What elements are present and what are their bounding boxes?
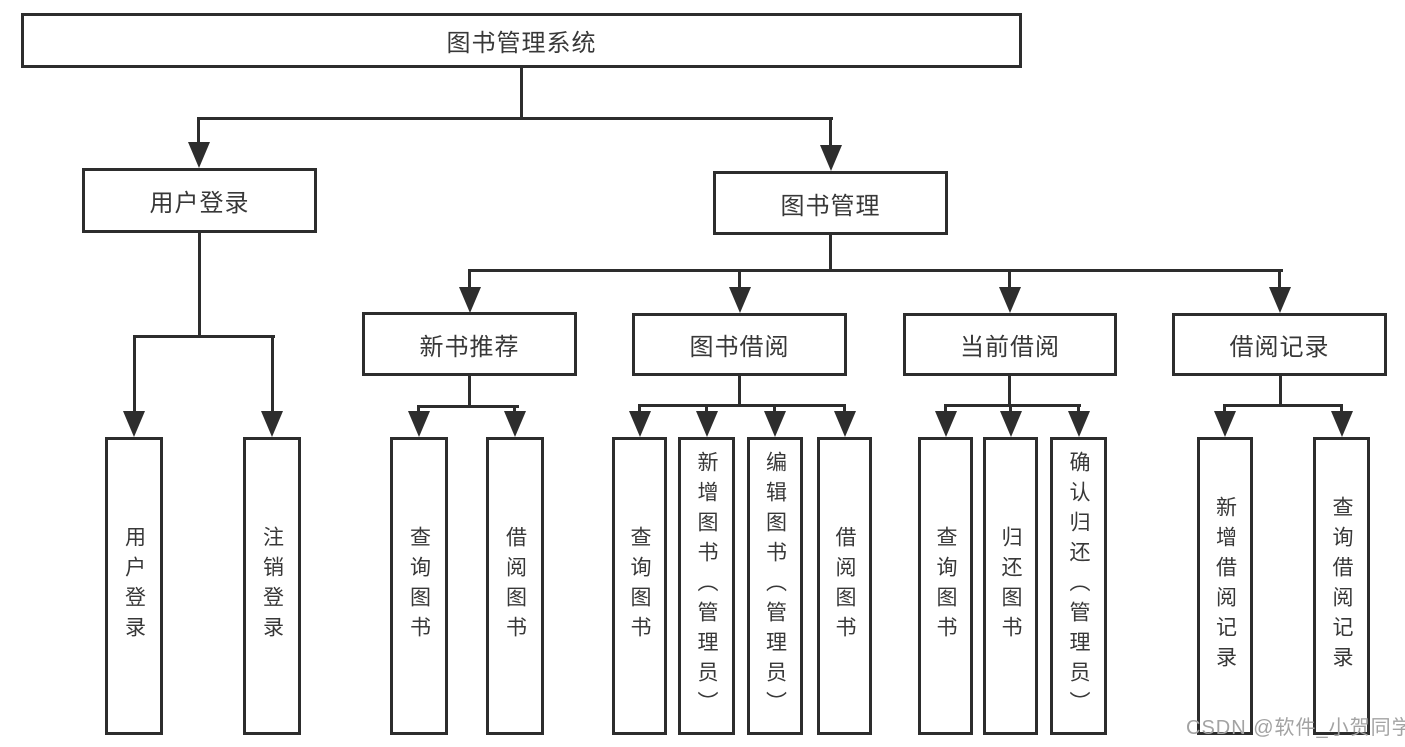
leaf-bb-borrow-books: 借阅图书 [817,437,872,735]
connector-borrow-record-stem [1279,375,1282,407]
leaf-br-query-record: 查询借阅记录 [1313,437,1370,735]
arrowhead-down-icon [935,411,957,437]
leaf-nbr-borrow-books-label: 借阅图书 [503,526,527,646]
connector-drop-user-login [197,117,200,144]
leaf-cb-confirm-return-label: 确认归还（管理员） [1067,451,1090,721]
connector-drop-br-query [1340,404,1343,413]
connector-drop-cb-confirm [1077,404,1080,413]
leaf-nbr-query-books: 查询图书 [390,437,448,735]
leaf-cb-return-books-label: 归还图书 [999,526,1022,646]
connector-drop-bb-query [638,404,641,413]
arrowhead-down-icon [1331,411,1353,437]
node-new-book-recommend-label: 新书推荐 [419,333,520,361]
leaf-bb-add-books: 新增图书（管理员） [678,437,735,735]
arrowhead-down-icon [459,287,481,313]
connector-drop-leaf-logout [271,335,274,413]
node-new-book-recommend: 新书推荐 [362,312,577,376]
connector-drop-cb-return [1009,404,1012,413]
node-root-label: 图书管理系统 [446,30,597,57]
connector-drop-br-add [1223,404,1226,413]
arrowhead-down-icon [504,411,526,437]
leaf-bb-borrow-books-label: 借阅图书 [833,526,856,646]
arrowhead-down-icon [188,142,210,168]
connector-borrow-record-branch [1223,404,1343,407]
connector-user-login-stem [198,233,201,338]
arrowhead-down-icon [629,411,651,437]
arrowhead-down-icon [696,411,718,437]
leaf-user-login: 用户登录 [105,437,163,735]
node-book-management: 图书管理 [713,171,948,235]
connector-drop-cb-query [944,404,947,413]
leaf-logout: 注销登录 [243,437,301,735]
arrowhead-down-icon [123,411,145,437]
connector-book-borrow-branch [638,404,846,407]
node-book-management-label: 图书管理 [780,192,881,220]
connector-drop-bb-add [705,404,708,413]
connector-current-borrow-branch [944,404,1081,407]
node-user-login: 用户登录 [82,168,317,233]
leaf-bb-edit-books: 编辑图书（管理员） [747,437,803,735]
node-borrow-record: 借阅记录 [1172,313,1387,376]
connector-drop-borrow-record [1278,269,1281,288]
node-root: 图书管理系统 [21,13,1022,68]
connector-drop-nbr-query [417,405,420,413]
node-book-borrow: 图书借阅 [632,313,847,376]
connector-drop-current-borrow [1008,269,1011,288]
connector-root-branch [197,117,833,120]
leaf-bb-query-books-label: 查询图书 [628,526,651,646]
leaf-cb-confirm-return: 确认归还（管理员） [1050,437,1107,735]
leaf-bb-query-books: 查询图书 [612,437,667,735]
arrowhead-down-icon [999,287,1021,313]
leaf-cb-query-books: 查询图书 [918,437,973,735]
arrowhead-down-icon [1214,411,1236,437]
node-current-borrow: 当前借阅 [903,313,1117,376]
leaf-logout-label: 注销登录 [260,526,284,646]
leaf-br-query-record-label: 查询借阅记录 [1330,496,1353,676]
connector-new-book-recommend-stem [468,376,471,408]
leaf-cb-return-books: 归还图书 [983,437,1038,735]
leaf-bb-edit-books-label: 编辑图书（管理员） [763,451,787,721]
leaf-br-add-record-label: 新增借阅记录 [1213,496,1237,676]
node-user-login-label: 用户登录 [149,190,250,217]
arrowhead-down-icon [408,411,430,437]
connector-drop-bb-edit [773,404,776,413]
arrowhead-down-icon [261,411,283,437]
arrowhead-down-icon [834,411,856,437]
connector-drop-bb-borrow [843,404,846,413]
arrowhead-down-icon [1068,411,1090,437]
leaf-br-add-record: 新增借阅记录 [1197,437,1253,735]
connector-drop-new-book-recommend [468,269,471,288]
arrowhead-down-icon [729,287,751,313]
node-book-borrow-label: 图书借阅 [689,334,790,361]
node-borrow-record-label: 借阅记录 [1229,334,1330,361]
leaf-nbr-query-books-label: 查询图书 [407,526,431,646]
connector-drop-book-borrow [738,269,741,288]
csdn-watermark: CSDN @软件_小贺同学 [1186,717,1405,739]
leaf-user-login-label: 用户登录 [122,526,146,646]
connector-current-borrow-stem [1008,376,1011,407]
arrowhead-down-icon [764,411,786,437]
leaf-nbr-borrow-books: 借阅图书 [486,437,544,735]
connector-new-book-recommend-branch [417,405,519,408]
arrowhead-down-icon [820,145,842,171]
connector-drop-book-management [829,117,832,146]
connector-book-management-branch [469,269,1283,272]
connector-drop-nbr-borrow [513,405,516,413]
connector-drop-leaf-user-login [133,335,136,413]
connector-book-management-stem [829,235,832,272]
connector-user-login-branch [133,335,275,338]
leaf-cb-query-books-label: 查询图书 [934,526,957,646]
connector-root-stem [520,68,523,119]
leaf-bb-add-books-label: 新增图书（管理员） [695,451,718,721]
arrowhead-down-icon [1269,287,1291,313]
node-current-borrow-label: 当前借阅 [960,334,1060,361]
connector-book-borrow-stem [738,376,741,407]
arrowhead-down-icon [1000,411,1022,437]
